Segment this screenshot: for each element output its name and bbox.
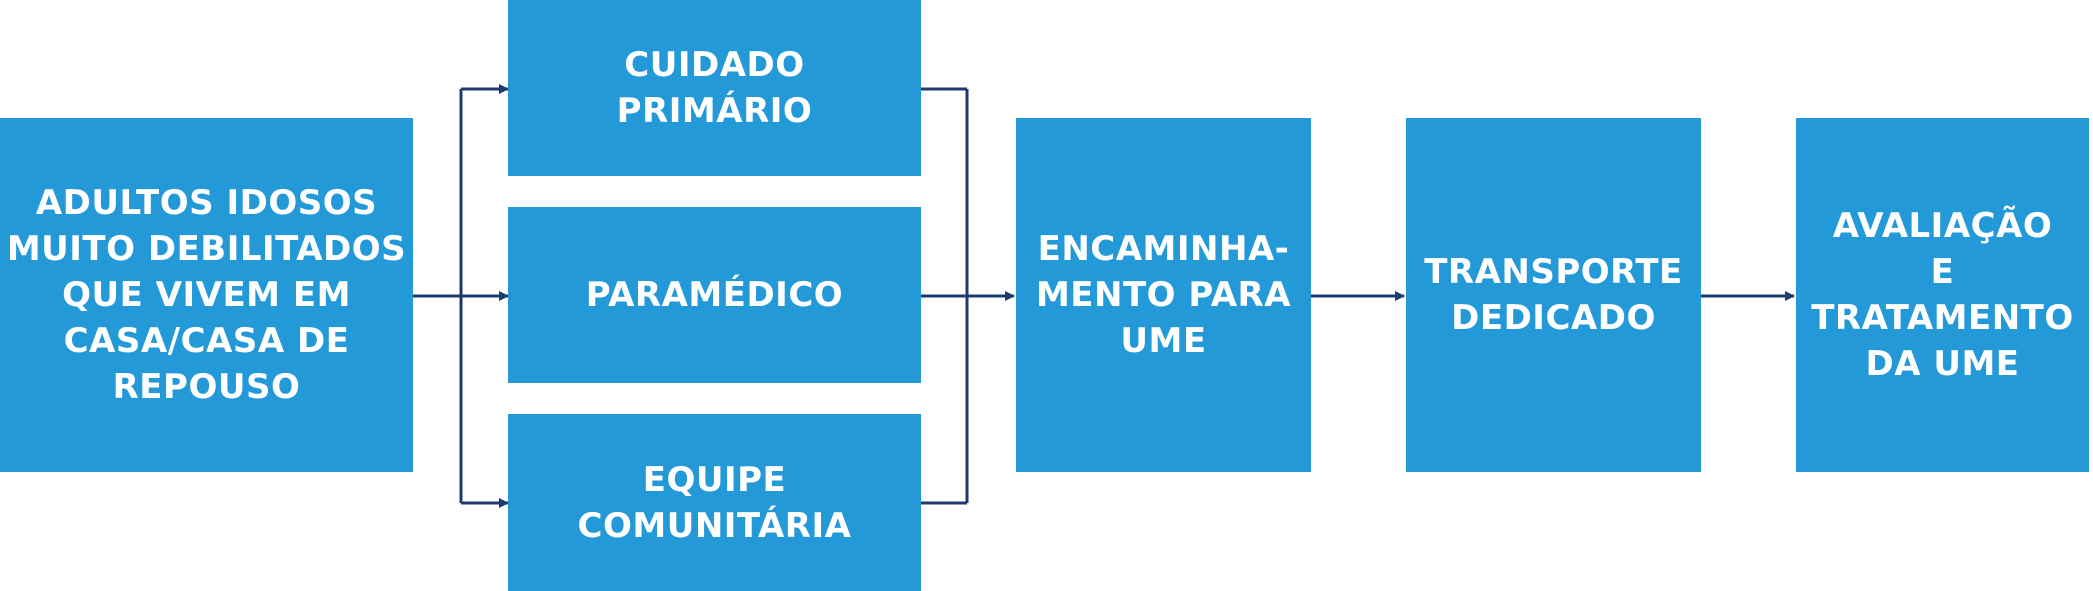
- node-community-team-label: EQUIPE COMUNITÁRIA: [577, 459, 852, 546]
- node-transport: TRANSPORTE DEDICADO: [1406, 118, 1701, 472]
- node-paramedic: PARAMÉDICO: [508, 207, 921, 383]
- connector-lines: [413, 84, 1795, 508]
- node-primary-care-label: CUIDADO PRIMÁRIO: [616, 45, 813, 131]
- node-transport-label: TRANSPORTE DEDICADO: [1424, 252, 1683, 338]
- node-start: ADULTOS IDOSOS MUITO DEBILITADOS QUE VIV…: [0, 118, 413, 472]
- node-start-label: ADULTOS IDOSOS MUITO DEBILITADOS QUE VIV…: [6, 183, 407, 407]
- node-primary-care: CUIDADO PRIMÁRIO: [508, 0, 921, 176]
- node-assessment-label: AVALIAÇÃO E TRATAMENTO DA UME: [1811, 206, 2074, 384]
- node-paramedic-label: PARAMÉDICO: [585, 275, 844, 315]
- node-referral-label: ENCAMINHA- MENTO PARA UME: [1035, 229, 1292, 361]
- node-community-team: EQUIPE COMUNITÁRIA: [508, 414, 921, 591]
- node-referral: ENCAMINHA- MENTO PARA UME: [1016, 118, 1311, 472]
- node-assessment: AVALIAÇÃO E TRATAMENTO DA UME: [1796, 118, 2089, 472]
